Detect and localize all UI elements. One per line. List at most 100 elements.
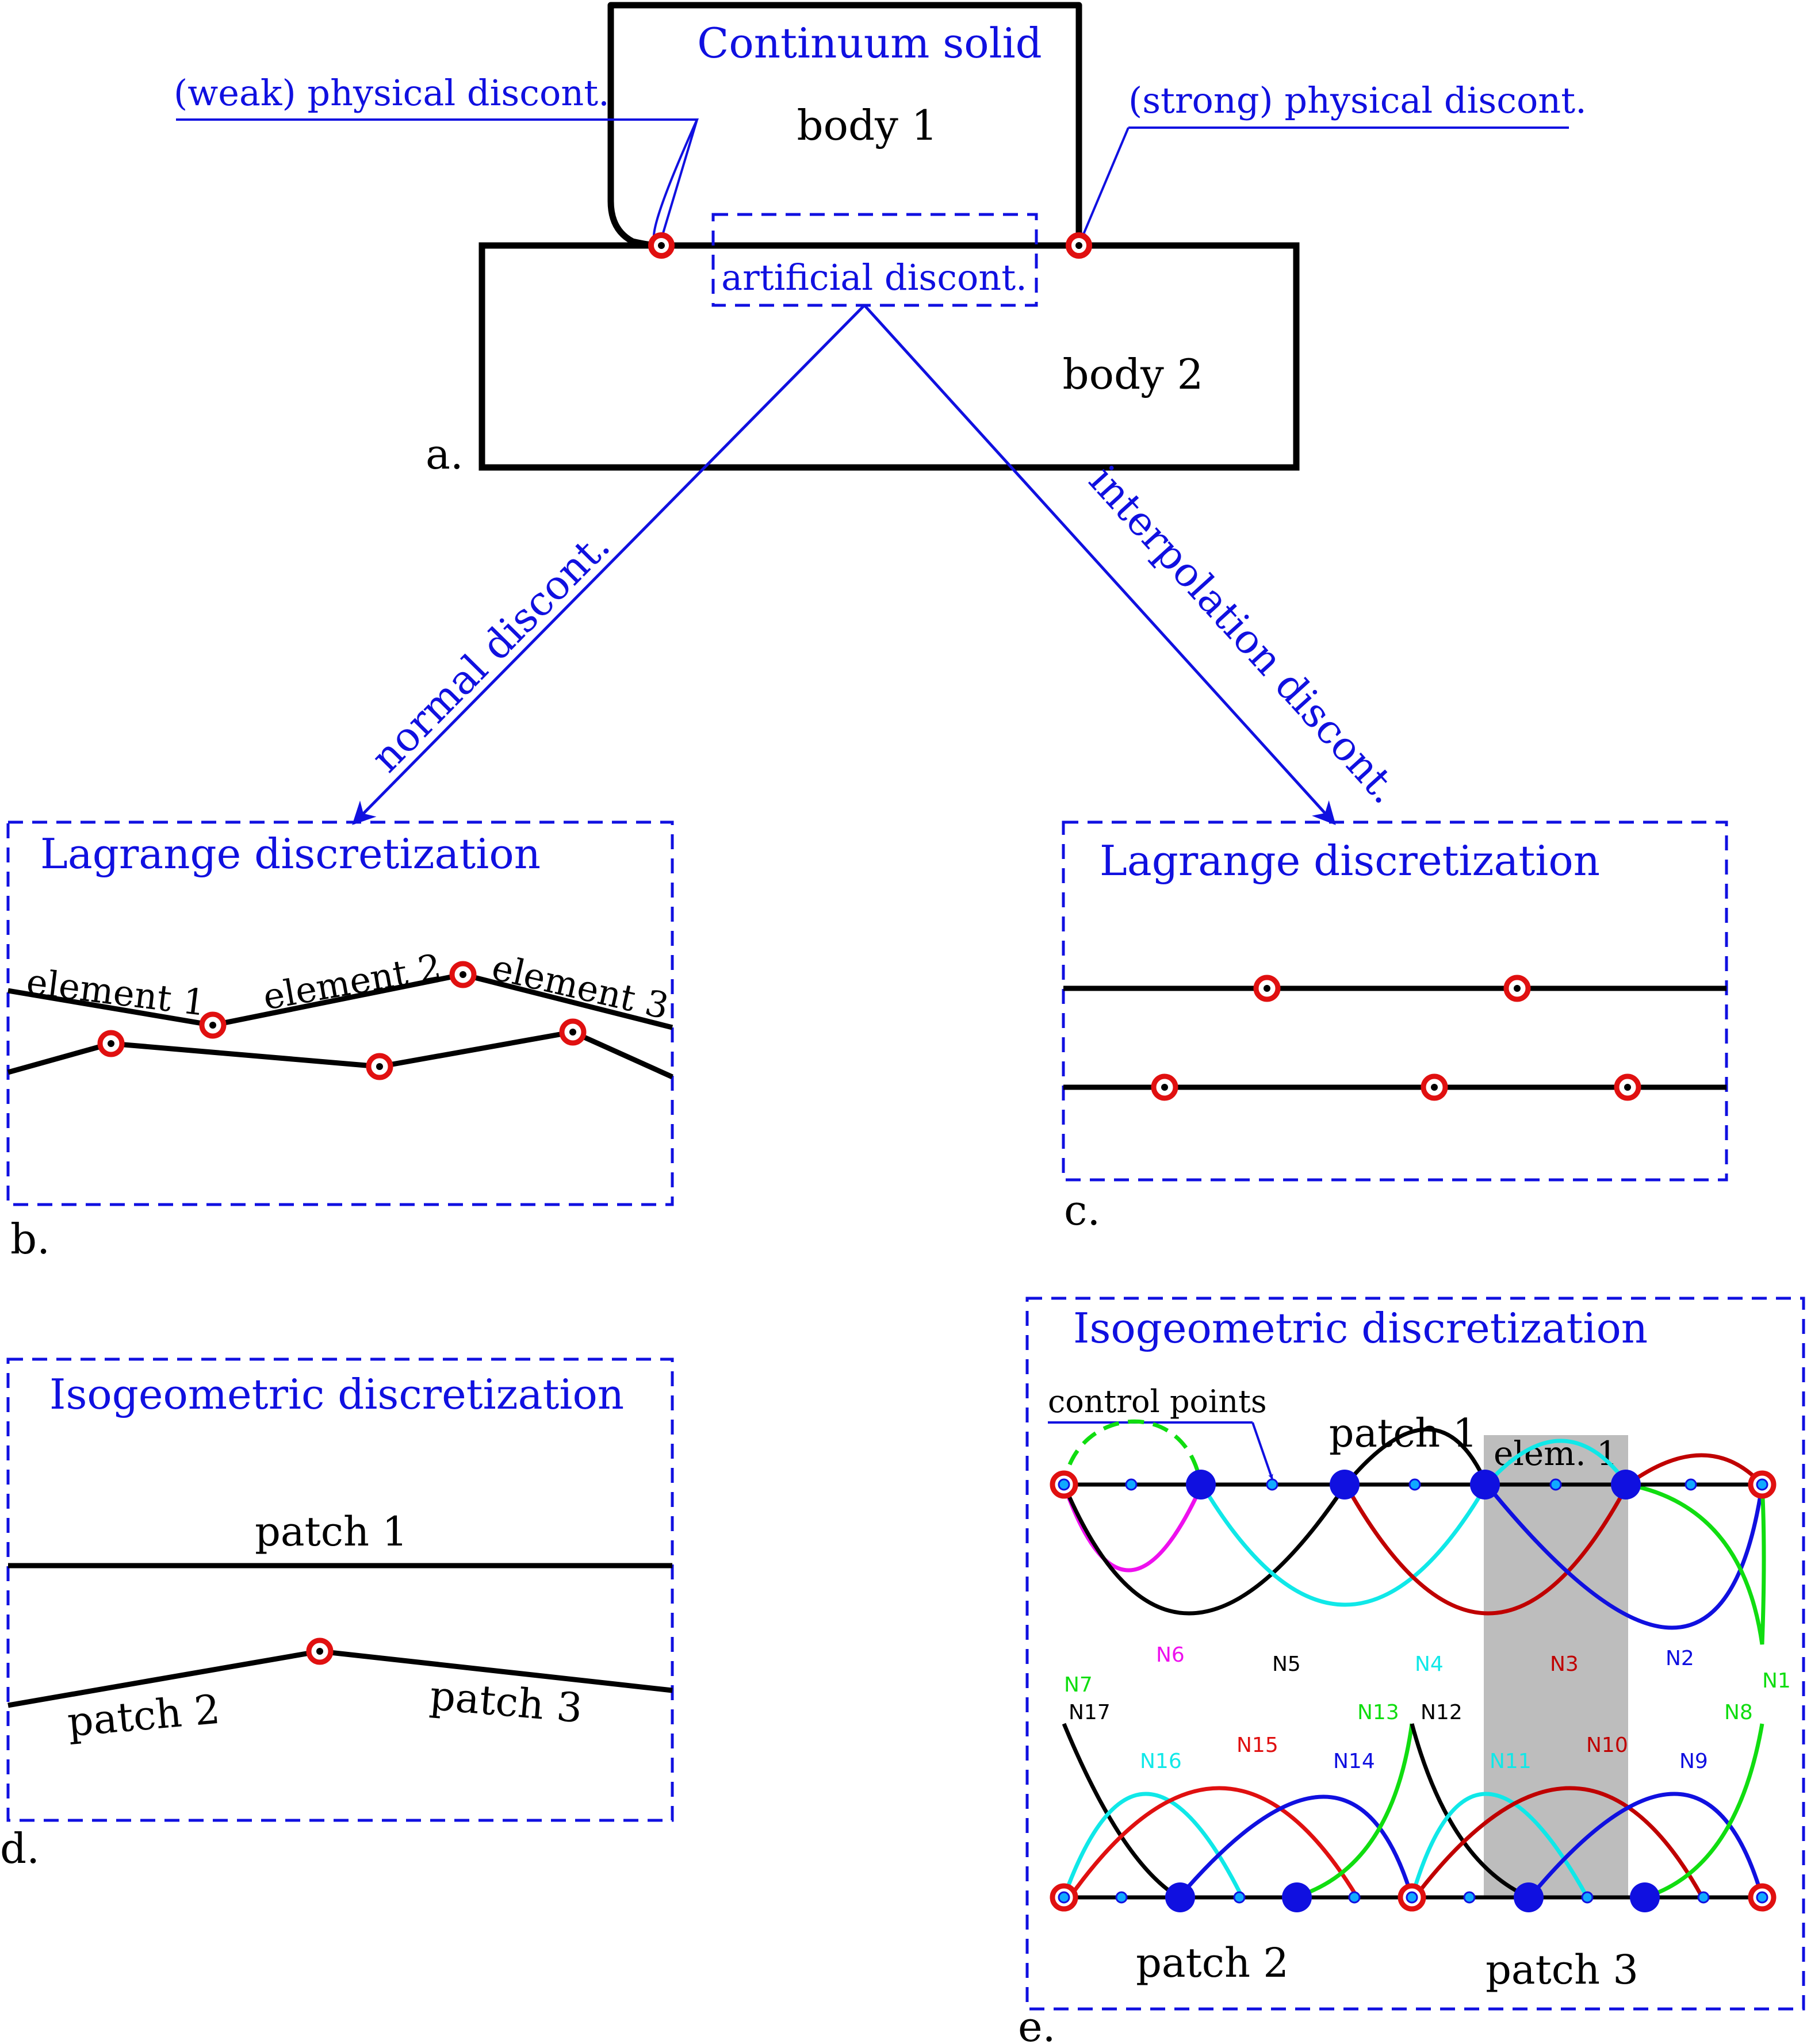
end-node — [1748, 1470, 1777, 1499]
branch-arrows: normal discont. interpolation discont. — [352, 304, 1409, 825]
control-point — [1611, 1470, 1641, 1500]
strong-discont-arrow — [1081, 127, 1130, 237]
label-N10: N10 — [1586, 1734, 1628, 1757]
panel-a-title: Continuum solid — [697, 19, 1042, 67]
panel-b-nodes — [97, 961, 587, 1080]
element-2-label: element 2 — [260, 946, 445, 1018]
panel-b-title: Lagrange discretization — [40, 830, 541, 878]
panel-c: Lagrange discretization c. — [1062, 820, 1728, 1234]
interpolation-discont-label: interpolation discont. — [1080, 457, 1409, 812]
panel-b-frame — [6, 820, 674, 1206]
label-N14: N14 — [1333, 1750, 1375, 1773]
label-N13: N13 — [1357, 1701, 1399, 1724]
panel-e-title: Isogeometric discretization — [1073, 1304, 1648, 1352]
panel-d-frame — [6, 1357, 674, 1822]
element-1-label: element 1 — [24, 960, 208, 1024]
strong-discont-node — [1066, 232, 1092, 259]
panel-c-nodes — [1151, 975, 1641, 1101]
label-N1: N1 — [1762, 1669, 1791, 1693]
panel-e-letter: e. — [1018, 2003, 1056, 2044]
strong-discont-label: (strong) physical discont. — [1128, 79, 1587, 121]
upper-polyline — [7, 972, 673, 1030]
panel-d: Isogeometric discretization patch 1 patc… — [0, 1357, 674, 1873]
patch-3-label: patch 3 — [428, 1672, 584, 1732]
basis-N8 — [1644, 1723, 1764, 1900]
normal-discont-label: normal discont. — [362, 521, 619, 781]
node — [1421, 1073, 1448, 1101]
weak-discont-arrow — [661, 119, 698, 237]
weak-discont-node — [648, 232, 675, 259]
label-N16: N16 — [1140, 1750, 1182, 1773]
panel-c-frame — [1062, 820, 1728, 1182]
basis-N14 — [1177, 1794, 1414, 1899]
control-point — [1514, 1882, 1544, 1912]
weak-discont-label: (weak) physical discont. — [174, 72, 610, 114]
node — [1614, 1073, 1641, 1101]
body-2-outline — [478, 242, 1300, 471]
panel-b: Lagrange discretization element 1 elemen… — [6, 820, 674, 1263]
control-points-arrow — [1251, 1422, 1273, 1479]
patch-2-label: patch 2 — [1136, 1939, 1289, 1987]
basis-N6 — [1062, 1482, 1346, 1573]
panel-a-letter: a. — [426, 430, 464, 478]
patch-1-basis — [1062, 1419, 1766, 1645]
node — [1503, 975, 1531, 1002]
artificial-discont-label: artificial discont. — [721, 256, 1027, 298]
knot — [1266, 1478, 1278, 1491]
patch-2-3-basis — [1062, 1723, 1764, 1900]
knot — [1233, 1891, 1246, 1904]
control-point — [1186, 1470, 1216, 1500]
end-node — [1050, 1883, 1078, 1912]
node — [1151, 1073, 1178, 1101]
label-N8: N8 — [1724, 1701, 1753, 1724]
panel-d-title: Isogeometric discretization — [49, 1370, 624, 1418]
control-points-label: control points — [1048, 1383, 1267, 1420]
knot — [1408, 1478, 1421, 1491]
control-point — [1330, 1470, 1360, 1500]
normal-discont-arrow — [352, 304, 866, 825]
control-point — [1630, 1882, 1660, 1912]
basis-labels: N1 N2 N3 N4 N5 N6 N7 N8 N9 N10 N11 N12 N… — [1064, 1643, 1791, 1773]
basis-N16 — [1062, 1792, 1245, 1899]
node — [97, 1030, 125, 1057]
knot — [1348, 1891, 1361, 1904]
label-N11: N11 — [1490, 1750, 1532, 1773]
panel-d-letter: d. — [0, 1824, 40, 1873]
node — [449, 961, 477, 988]
knot — [1697, 1891, 1710, 1904]
panel-e: Isogeometric discretization elem. 1 patc… — [1018, 1297, 1805, 2044]
end-node — [1050, 1470, 1078, 1499]
basis-N5 — [1062, 1427, 1489, 1616]
label-N15: N15 — [1236, 1734, 1278, 1757]
knot — [1581, 1891, 1594, 1904]
label-N5: N5 — [1272, 1652, 1301, 1676]
node — [366, 1053, 393, 1080]
interpolation-discont-arrow — [863, 304, 1336, 825]
control-point — [1165, 1882, 1195, 1912]
label-N2: N2 — [1666, 1647, 1694, 1670]
panel-c-title: Lagrange discretization — [1100, 837, 1600, 885]
knot — [1685, 1478, 1697, 1491]
node — [199, 1011, 227, 1039]
basis-N7 — [1062, 1419, 1203, 1490]
basis-N12 — [1410, 1723, 1531, 1900]
patch-1-label: patch 1 — [255, 1508, 408, 1555]
patch-2-3-control-points — [1050, 1882, 1777, 1912]
label-N3: N3 — [1550, 1652, 1579, 1676]
basis-N15 — [1068, 1786, 1359, 1899]
label-N6: N6 — [1156, 1643, 1185, 1667]
control-point — [1282, 1882, 1312, 1912]
basis-N2 — [1485, 1483, 1764, 1630]
node — [559, 1018, 587, 1046]
label-N17: N17 — [1069, 1701, 1111, 1724]
body-2-label: body 2 — [1063, 350, 1204, 398]
artificial-discont-box — [711, 213, 1038, 307]
control-point — [1470, 1470, 1500, 1500]
panel-c-letter: c. — [1064, 1186, 1100, 1234]
patch-junction-node — [306, 1637, 334, 1665]
node — [1253, 975, 1281, 1002]
label-N4: N4 — [1415, 1652, 1444, 1676]
basis-N3 — [1343, 1453, 1764, 1616]
basis-N4 — [1200, 1439, 1629, 1607]
